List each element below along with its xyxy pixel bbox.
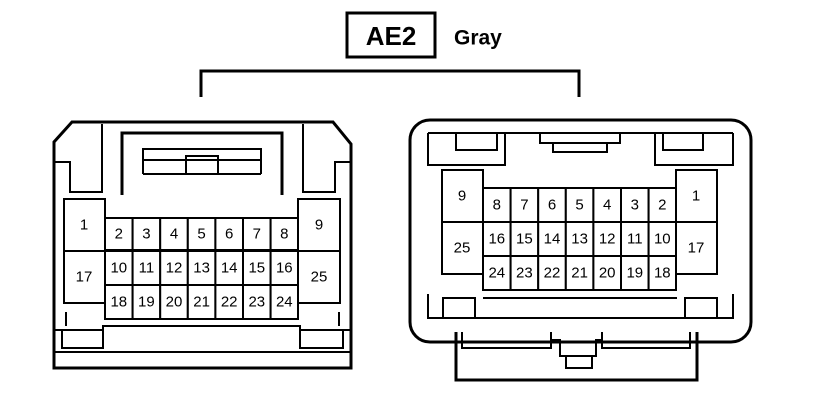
pin-label: 11: [139, 260, 155, 277]
pin-label: 3: [142, 226, 150, 243]
pin-label: 7: [253, 226, 261, 243]
pin-label: 1: [80, 217, 88, 234]
pin-label: 24: [276, 294, 293, 311]
pin-label: 11: [627, 231, 643, 248]
pin-label: 14: [544, 231, 561, 248]
connector-title: AE2 Gray: [345, 11, 502, 59]
pin-label: 24: [488, 265, 505, 282]
pin-label: 6: [548, 197, 556, 214]
left-pin-grid: 1 17 9 25 2 3 4 5 6 7 8 10: [63, 198, 341, 320]
pin-label: 12: [599, 231, 616, 248]
pin-label: 4: [170, 226, 178, 243]
pin-label: 14: [221, 260, 238, 277]
pin-label: 15: [516, 231, 533, 248]
pin-label: 6: [225, 226, 233, 243]
pin-label: 20: [599, 265, 616, 282]
pin-label: 10: [110, 260, 127, 277]
pin-label: 9: [315, 217, 323, 234]
pin-label: 15: [248, 260, 265, 277]
pin-label: 8: [280, 226, 288, 243]
connector-code: AE2: [366, 21, 417, 51]
pin-label: 5: [575, 197, 583, 214]
left-small-pins: 2 3 4 5 6 7 8 10 11 12 13 14 15: [104, 217, 300, 320]
pin-label: 22: [544, 265, 561, 282]
pin-label: 5: [197, 226, 205, 243]
pin-label: 9: [458, 188, 466, 205]
pin-label: 23: [248, 294, 265, 311]
right-connector-housing: [408, 118, 753, 382]
pin-label: 17: [688, 240, 705, 257]
pin-label: 13: [571, 231, 588, 248]
connector-code-box: [345, 11, 437, 59]
pin-label: 16: [276, 260, 293, 277]
pin-label: 2: [115, 226, 123, 243]
right-small-pins: 8 7 6 5 4 3 2 16 15 14 13 12 11: [482, 187, 677, 291]
pin-label: 10: [654, 231, 671, 248]
connector-color: Gray: [454, 27, 502, 50]
pin-label: 12: [166, 260, 183, 277]
pin-label: 2: [658, 197, 666, 214]
pin-label: 21: [193, 294, 210, 311]
pin-label: 20: [166, 294, 183, 311]
pin-label: 19: [626, 265, 643, 282]
pin-label: 3: [631, 197, 639, 214]
right-pin-grid: 9 25 1 17 8 7 6 5 4 3 2 16 15: [441, 169, 718, 291]
left-connector-housing: [52, 120, 353, 370]
pin-label: 13: [193, 260, 210, 277]
pin-label: 7: [520, 197, 528, 214]
pin-label: 19: [138, 294, 155, 311]
pin-label: 18: [654, 265, 671, 282]
pin-label: 17: [76, 269, 93, 286]
pin-label: 25: [311, 269, 328, 286]
pin-label: 1: [692, 188, 700, 205]
pin-label: 23: [516, 265, 533, 282]
view-bracket: [199, 69, 581, 97]
pin-label: 8: [493, 197, 501, 214]
pin-label: 22: [221, 294, 238, 311]
pin-label: 16: [488, 231, 505, 248]
pin-label: 18: [110, 294, 127, 311]
pin-label: 4: [603, 197, 611, 214]
pin-label: 21: [571, 265, 588, 282]
pin-label: 25: [454, 240, 471, 257]
